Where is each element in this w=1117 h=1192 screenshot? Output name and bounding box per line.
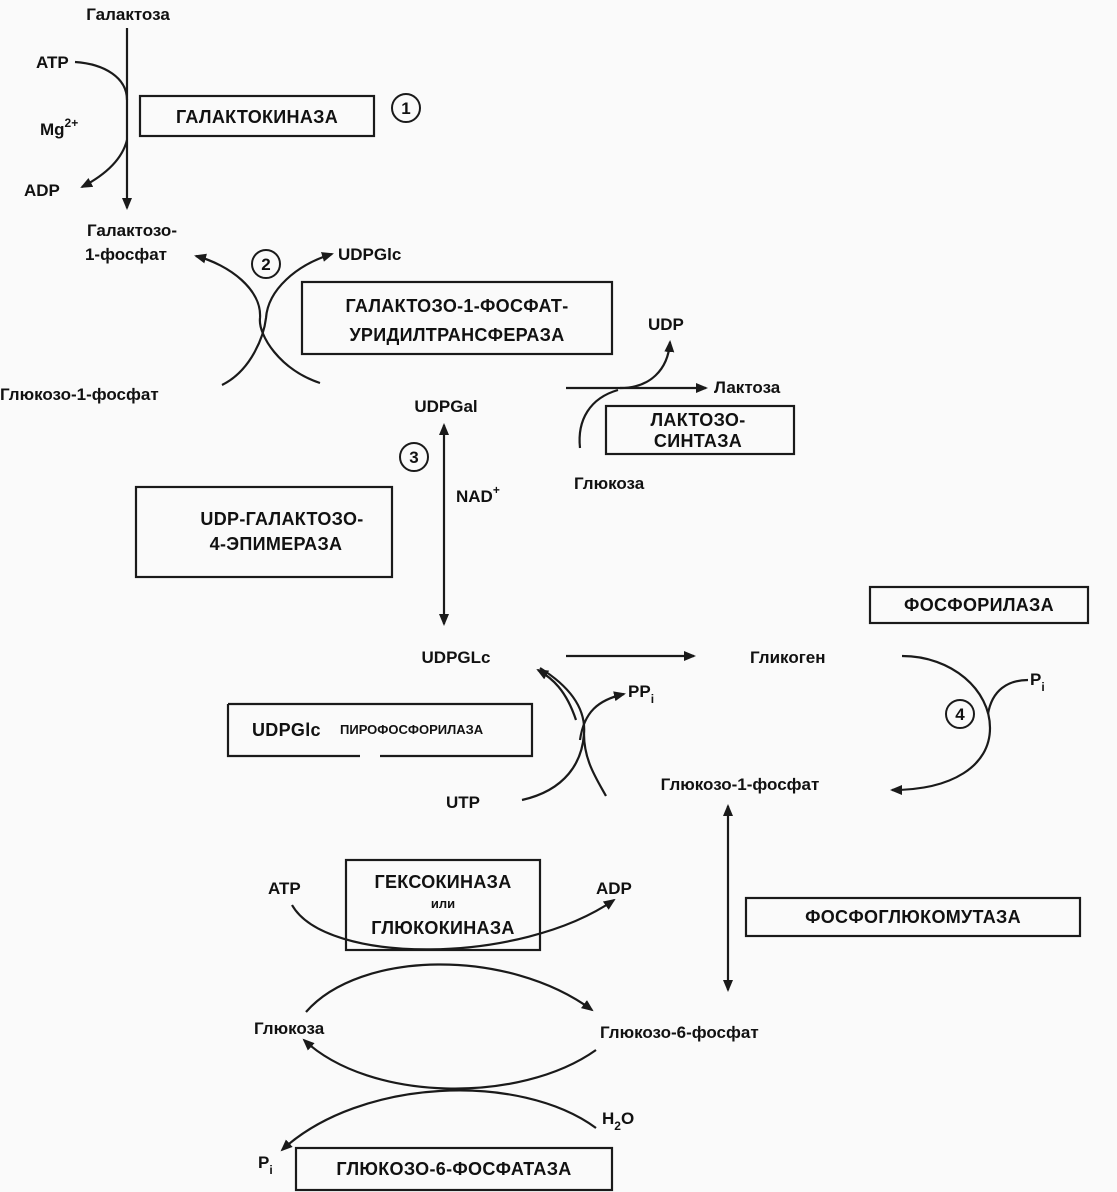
adp-curve-arrow bbox=[80, 139, 129, 188]
udp-release-arrow bbox=[619, 340, 675, 390]
pi-join-curve bbox=[986, 678, 1029, 715]
step-4-number: 4 bbox=[955, 705, 965, 724]
utp-label: UTP bbox=[446, 793, 480, 812]
h2o-label: H2O bbox=[602, 1109, 634, 1133]
epimerase-label-line2: 4-ЭПИМЕРАЗА bbox=[210, 534, 343, 554]
glucose-to-glc6p-arrow bbox=[305, 963, 594, 1013]
gal1p-label-line1: Галактозо- bbox=[87, 221, 177, 240]
hexokinase-label-line1: ГЕКСОКИНАЗА bbox=[374, 872, 511, 892]
mg-label: Mg2+ bbox=[40, 116, 78, 139]
atp-bottom-label: ATP bbox=[268, 879, 301, 898]
udpglc-top-label: UDPGlc bbox=[338, 245, 401, 264]
pyrophosphorylase-label-a: UDPGlc bbox=[252, 720, 321, 740]
h2o-to-pi-arrow bbox=[280, 1089, 597, 1152]
phosphorylase-label: ФОСФОРИЛАЗА bbox=[904, 595, 1054, 615]
transferase-curve-to-gal1p bbox=[194, 253, 321, 385]
step-3-circle bbox=[399, 442, 429, 472]
galactokinase-box bbox=[138, 94, 376, 138]
lactose-synthase-line2: СИНТАЗА bbox=[654, 431, 742, 451]
glucose-lactose-label: Глюкоза bbox=[574, 474, 645, 493]
transferase-box bbox=[300, 280, 614, 356]
glc6pase-label: ГЛЮКОЗО-6-ФОСФАТАЗА bbox=[336, 1159, 571, 1179]
glc6p-label: Глюкозо-6-фосфат bbox=[600, 1023, 759, 1042]
glc6p-to-glucose-arrow bbox=[302, 1038, 597, 1090]
adp-bottom-label: ADP bbox=[596, 879, 632, 898]
hexokinase-label-line2: или bbox=[431, 896, 455, 911]
transferase-label-line1: ГАЛАКТОЗО-1-ФОСФАТ- bbox=[345, 296, 568, 316]
pi-right-label: Pi bbox=[1030, 670, 1045, 694]
glucose-bottom-label: Глюкоза bbox=[254, 1019, 325, 1038]
pyrophosphorylase-label-b: ПИРОФОСФОРИЛАЗА bbox=[340, 722, 484, 737]
pyrophosphorylase-crossing-curve bbox=[582, 733, 607, 797]
atp-to-adp-arrow bbox=[291, 898, 616, 951]
epimerase-box bbox=[134, 485, 394, 579]
udp-label: UDP bbox=[648, 315, 684, 334]
atp-label: ATP bbox=[36, 53, 69, 72]
step-1-number: 1 bbox=[401, 99, 410, 118]
step-2-number: 2 bbox=[261, 255, 270, 274]
hexokinase-label-line3: ГЛЮКОКИНАЗА bbox=[371, 918, 514, 938]
lactose-synthase-line1: ЛАКТОЗО- bbox=[650, 410, 745, 430]
glc1p-right-label: Глюкозо-1-фосфат bbox=[661, 775, 820, 794]
glycogen-label: Гликоген bbox=[750, 648, 826, 667]
pyrophosphorylase-box bbox=[226, 702, 534, 758]
ppi-release-arrow bbox=[578, 691, 626, 741]
galactose-label: Галактоза bbox=[86, 5, 170, 24]
transferase-curve-to-udpglc bbox=[221, 252, 334, 386]
glucose-to-lactose-curve bbox=[578, 388, 619, 449]
phosphoglucomutase-box bbox=[744, 896, 1082, 938]
epimerase-label-line1: UDP-ГАЛАКТОЗО- bbox=[200, 509, 363, 529]
pi-bottom-label: Pi bbox=[258, 1153, 273, 1177]
step-4-circle bbox=[945, 699, 975, 729]
lactose-label: Лактоза bbox=[714, 378, 781, 397]
phosphoglucomutase-label: ФОСФОГЛЮКОМУТАЗА bbox=[805, 907, 1021, 927]
atp-curve bbox=[74, 60, 129, 101]
ppi-label: PPi bbox=[628, 682, 654, 706]
lactose-synthase-box bbox=[604, 404, 796, 456]
step-1-circle bbox=[391, 93, 421, 123]
glc1p-left-label: Глюкозо-1-фосфат bbox=[0, 385, 159, 404]
adp-label: ADP bbox=[24, 181, 60, 200]
udpgal-label: UDPGal bbox=[414, 397, 477, 416]
phosphorylase-box bbox=[868, 585, 1090, 625]
glc6pase-box bbox=[294, 1146, 614, 1192]
nad-label: NAD+ bbox=[456, 483, 500, 506]
phosphorylase-curve-arrow bbox=[890, 654, 992, 795]
transferase-label-line2: УРИДИЛТРАНСФЕРАЗА bbox=[349, 325, 564, 345]
gal1p-label-line2: 1-фосфат bbox=[85, 245, 167, 264]
to-udpglc-arrow bbox=[536, 669, 578, 721]
galactokinase-label: ГАЛАКТОКИНАЗА bbox=[176, 107, 338, 127]
udpglc-mid-label: UDPGLc bbox=[422, 648, 491, 667]
step-2-circle bbox=[251, 249, 281, 279]
step-3-number: 3 bbox=[409, 448, 418, 467]
